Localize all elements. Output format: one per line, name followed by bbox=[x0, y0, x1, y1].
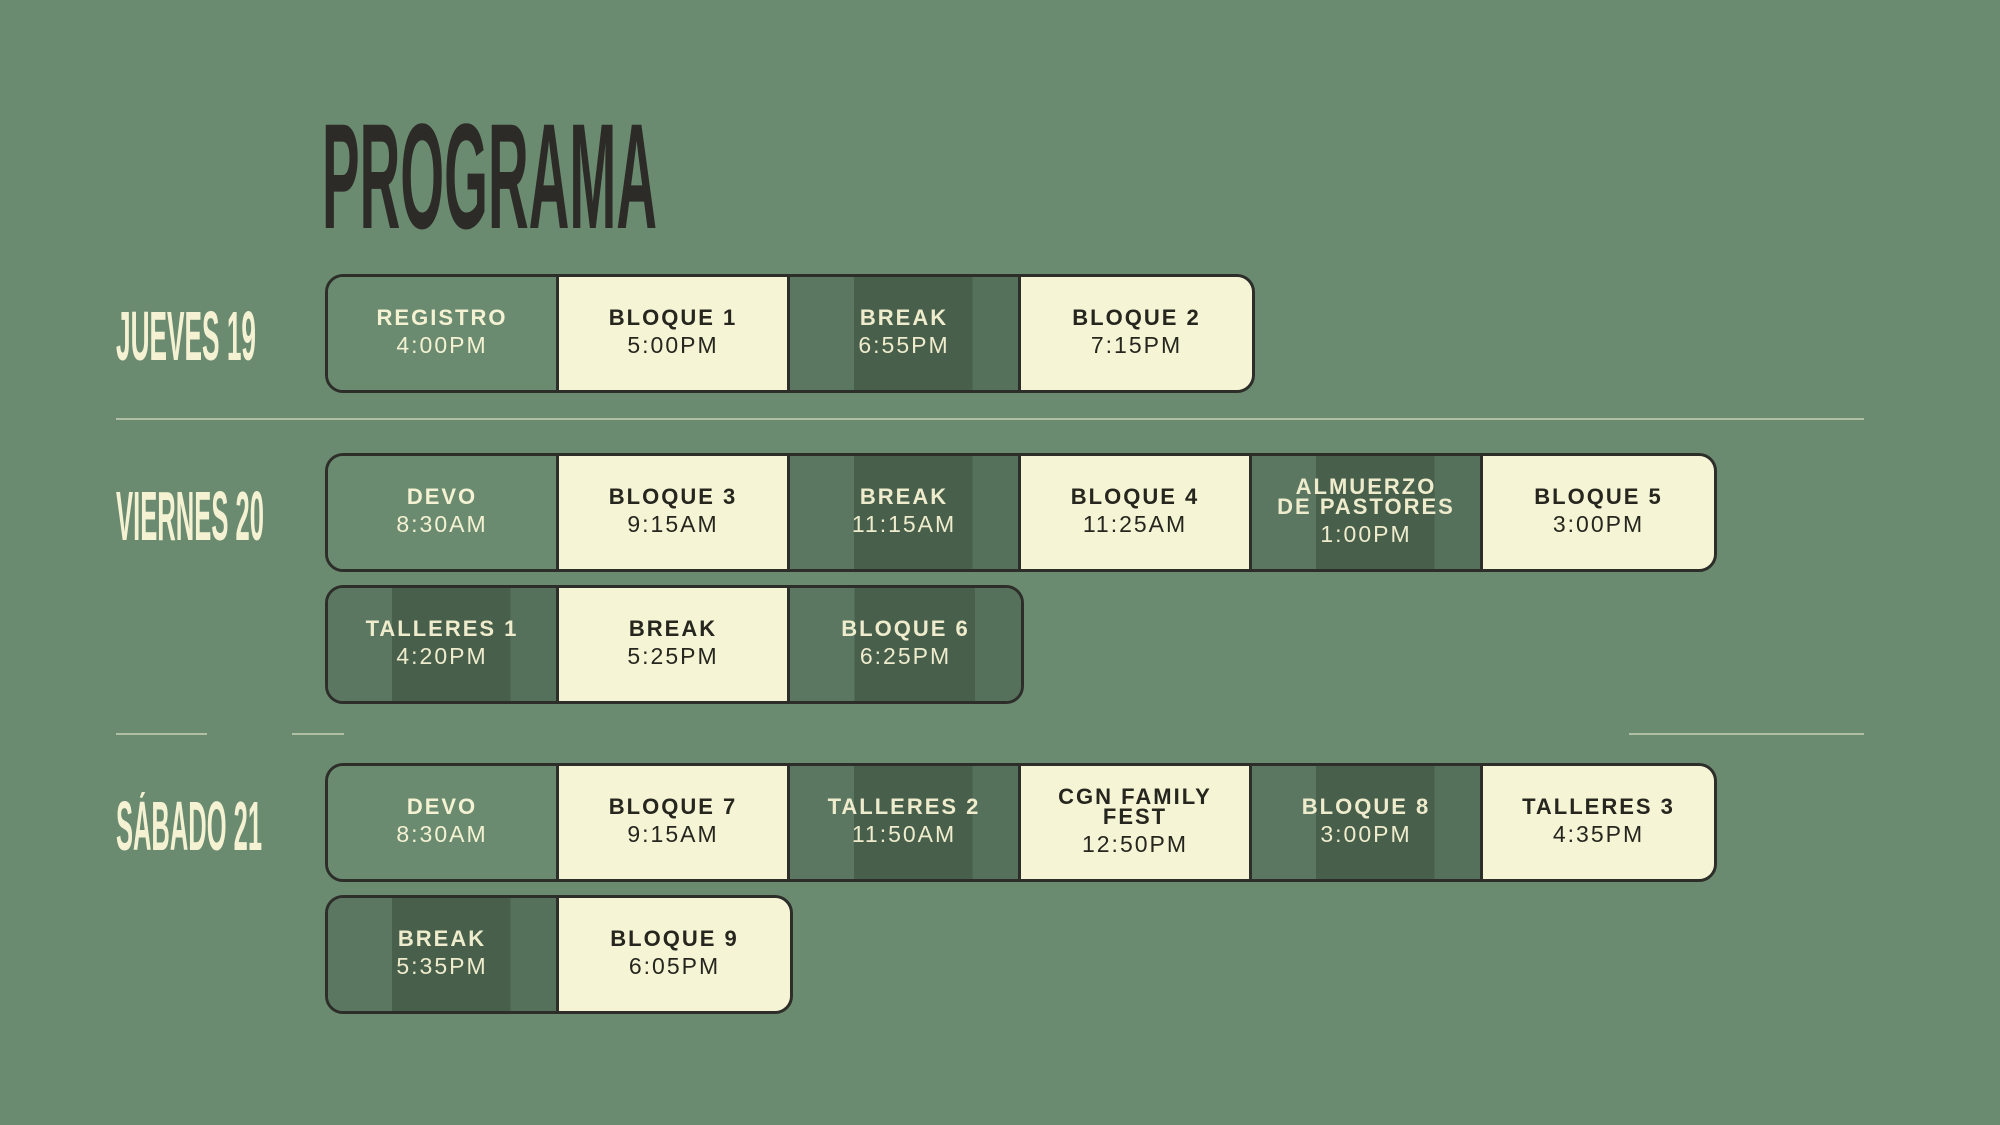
item-name: BLOQUE 9 bbox=[610, 926, 739, 951]
day-label-text: SÁBADO 21 bbox=[116, 792, 262, 854]
item-name: BLOQUE 4 bbox=[1070, 484, 1200, 509]
item-time: 5:00PM bbox=[627, 332, 719, 358]
item-time: 5:35PM bbox=[396, 953, 488, 979]
item-time: 4:35PM bbox=[1552, 821, 1645, 847]
page-title: PROGRAMA bbox=[322, 118, 657, 233]
item-time: 4:20PM bbox=[396, 643, 488, 669]
item-time: 6:05PM bbox=[628, 953, 721, 979]
item-time: 3:00PM bbox=[1320, 821, 1412, 847]
item-name: BLOQUE 1 bbox=[608, 305, 738, 330]
day-label-text: VIERNES 20 bbox=[116, 488, 264, 544]
item-time: 11:50AM bbox=[851, 821, 957, 847]
item-time: 11:15AM bbox=[851, 511, 957, 537]
item-time: 7:15PM bbox=[1090, 332, 1183, 358]
item-time: 4:00PM bbox=[396, 332, 488, 358]
day-label-text: JUEVES 19 bbox=[116, 308, 256, 364]
item-name: BLOQUE 7 bbox=[608, 794, 738, 819]
divider bbox=[116, 733, 207, 735]
item-time: 12:50PM bbox=[1081, 831, 1189, 857]
item-time: 9:15AM bbox=[627, 821, 719, 847]
day-label-sabado: SÁBADO 21 bbox=[116, 792, 262, 854]
item-time: 6:25PM bbox=[859, 643, 952, 669]
item-name: TALLERES 2 bbox=[827, 794, 981, 819]
item-time: 8:30AM bbox=[396, 511, 488, 537]
item-name: BREAK bbox=[397, 926, 487, 951]
item-time: 6:55PM bbox=[858, 332, 950, 358]
item-name: DEVO bbox=[406, 794, 478, 819]
day-label-viernes: VIERNES 20 bbox=[116, 488, 264, 544]
item-name: TALLERES 3 bbox=[1522, 794, 1675, 819]
item-name: BLOQUE 2 bbox=[1072, 305, 1201, 330]
divider bbox=[116, 418, 1864, 420]
day-label-jueves: JUEVES 19 bbox=[116, 308, 256, 364]
item-name: ALMUERZO DE PASTORES bbox=[1277, 474, 1455, 519]
item-name: CGN FAMILY FEST bbox=[1058, 784, 1212, 829]
item-time: 1:00PM bbox=[1320, 521, 1412, 547]
item-name: BREAK bbox=[859, 305, 949, 330]
item-time: 9:15AM bbox=[627, 511, 719, 537]
item-name: BREAK bbox=[628, 616, 718, 641]
item-name: BLOQUE 8 bbox=[1301, 794, 1431, 819]
divider bbox=[1629, 733, 1864, 735]
item-time: 11:25AM bbox=[1082, 511, 1188, 537]
item-time: 5:25PM bbox=[627, 643, 719, 669]
item-name: BLOQUE 6 bbox=[841, 616, 970, 641]
item-time: 3:00PM bbox=[1552, 511, 1645, 537]
item-name: BREAK bbox=[859, 484, 949, 509]
page-title-text: PROGRAMA bbox=[322, 118, 657, 233]
item-name: BLOQUE 5 bbox=[1534, 484, 1663, 509]
item-name: BLOQUE 3 bbox=[608, 484, 738, 509]
item-name: REGISTRO bbox=[376, 305, 508, 330]
item-name: TALLERES 1 bbox=[365, 616, 519, 641]
divider bbox=[292, 733, 344, 735]
item-time: 8:30AM bbox=[396, 821, 488, 847]
item-name: DEVO bbox=[406, 484, 478, 509]
